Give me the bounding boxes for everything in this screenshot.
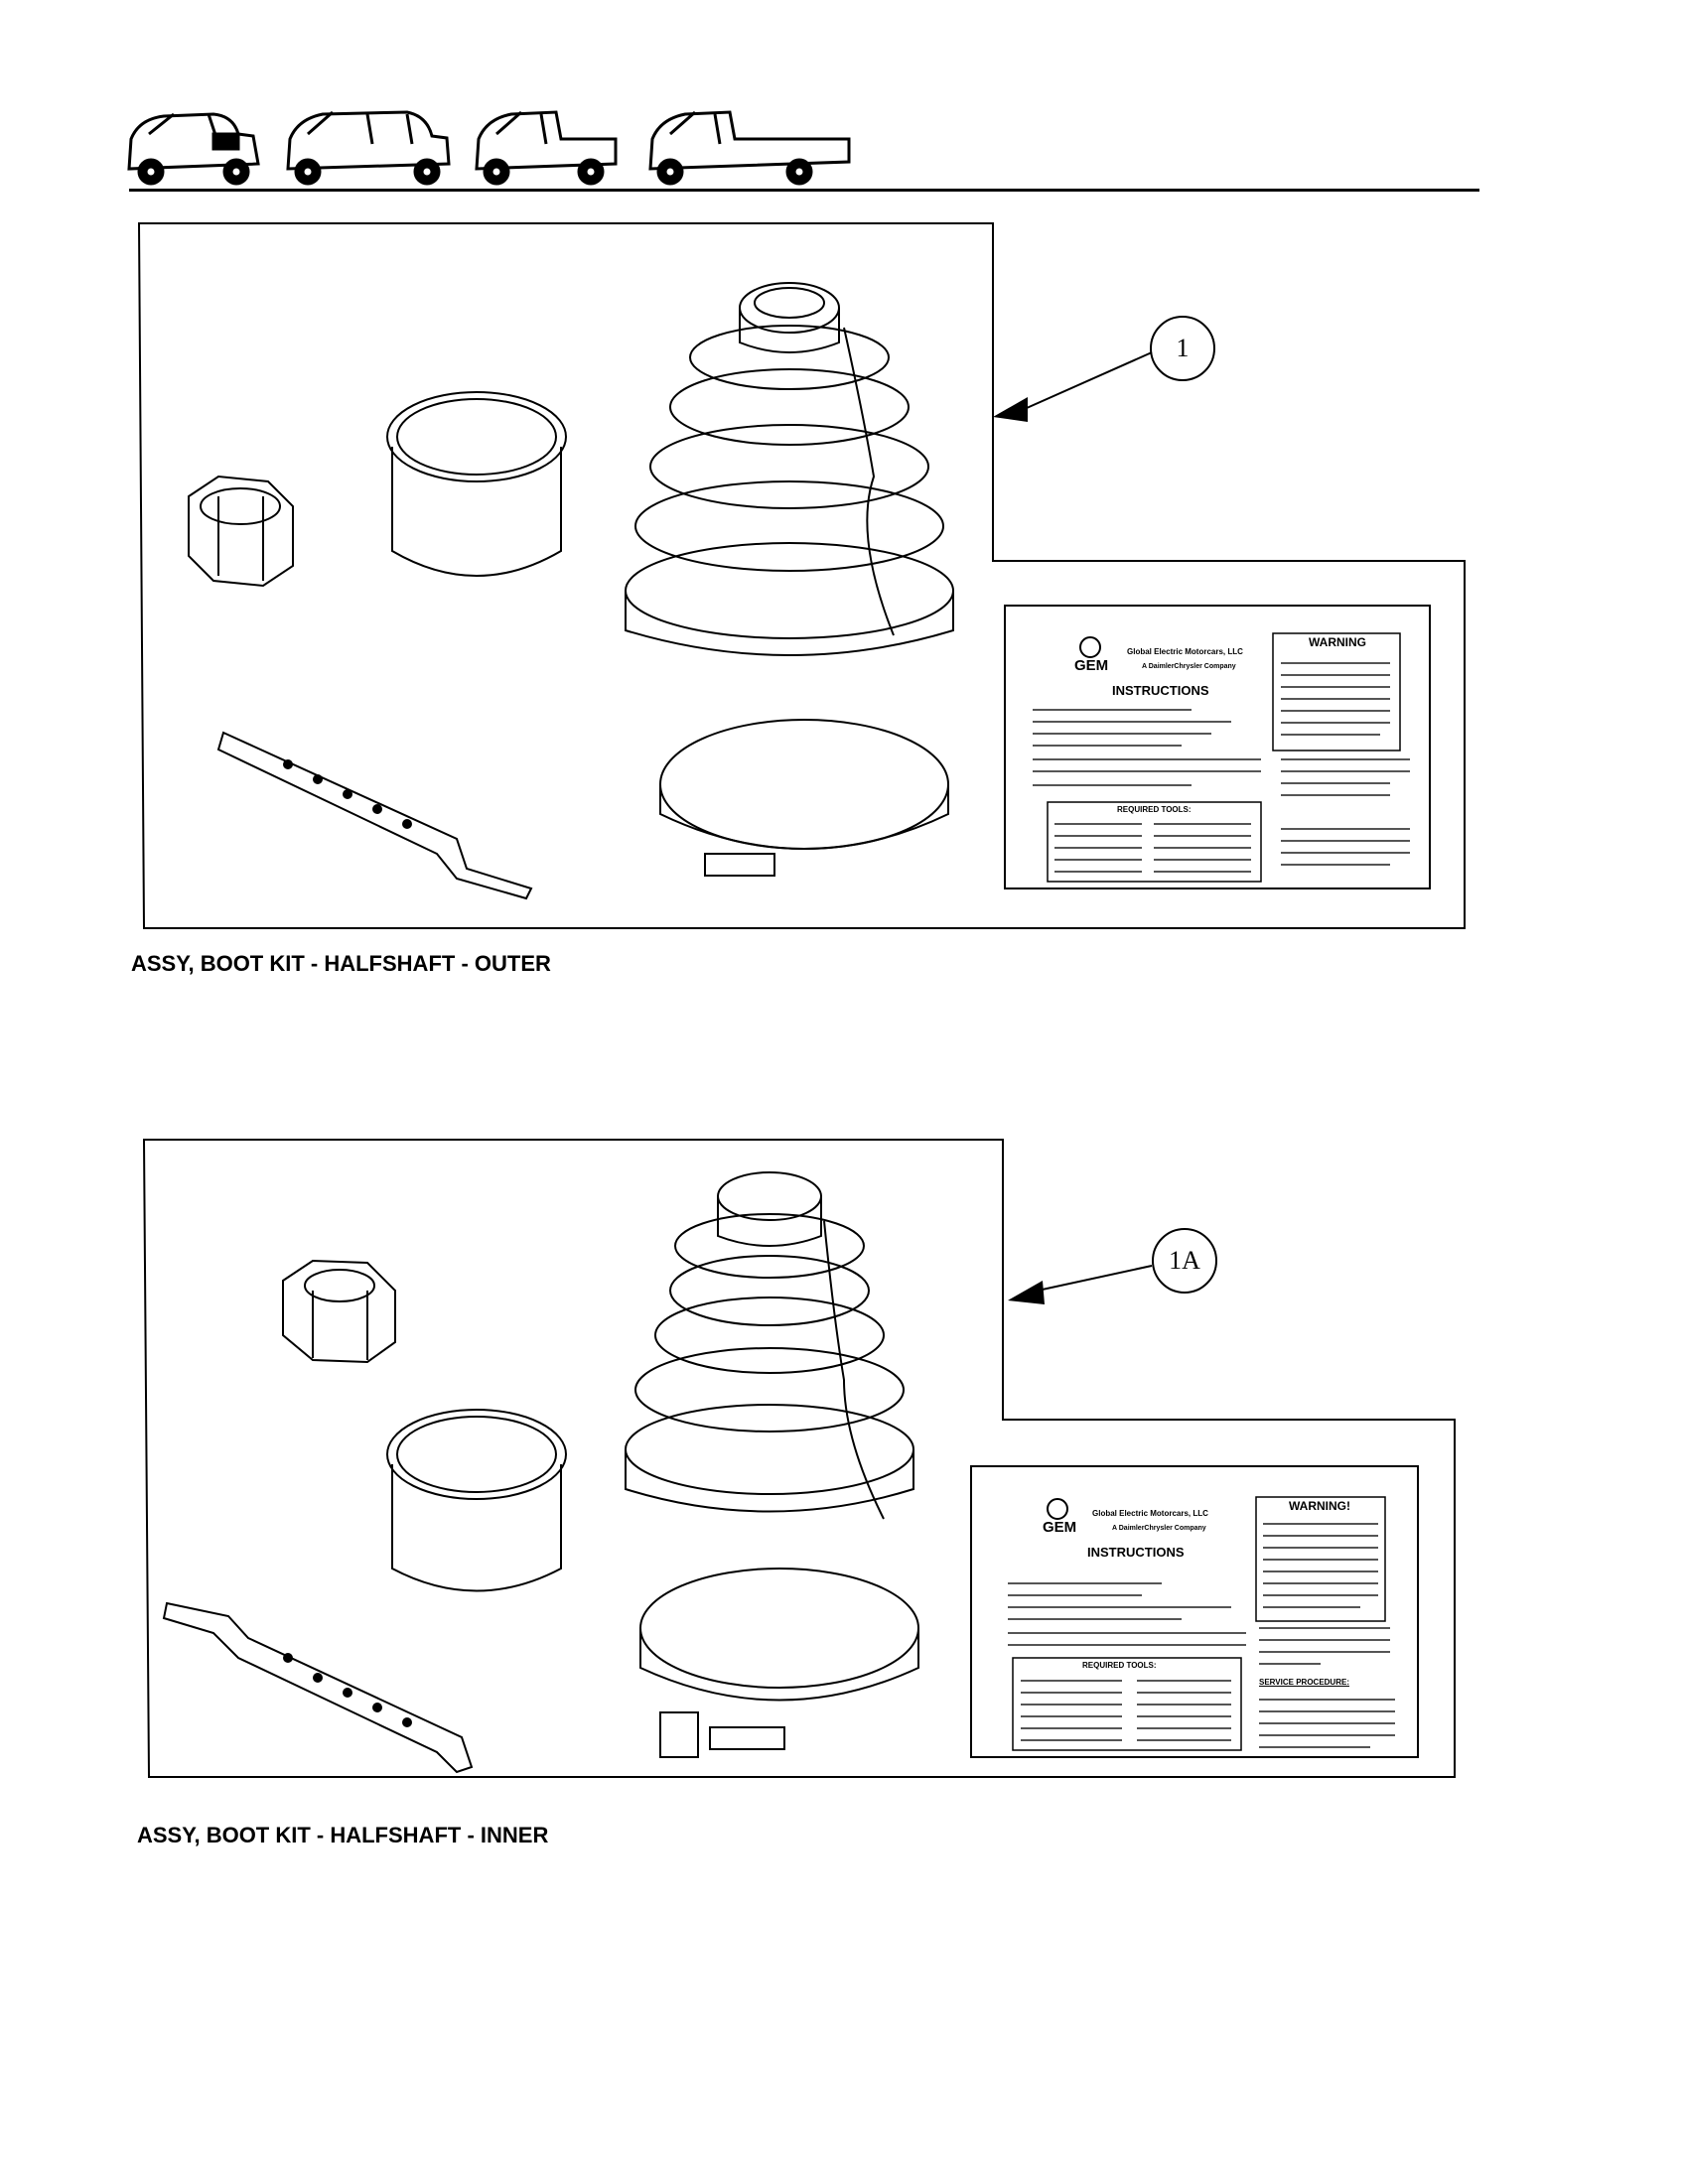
grease-cup-inner: [386, 1409, 567, 1592]
clamp-band-outer: [659, 719, 949, 877]
callout-leader-inner: [1037, 1265, 1153, 1292]
caption-inner: ASSY, BOOT KIT - HALFSHAFT - INNER: [137, 1823, 549, 1847]
figure-outer-frame: [137, 222, 1466, 929]
header-rule: [129, 189, 1479, 192]
card-service-procedure-inner: SERVICE PROCEDURE:: [1259, 1678, 1349, 1687]
card-company-outer: Global Electric Motorcars, LLC: [1127, 647, 1243, 656]
gem-four-seat-vehicle-icon: [286, 110, 451, 186]
gem-logo-icon-outer: [1079, 636, 1101, 658]
card-subsidiary-outer: A DaimlerChrysler Company: [1142, 663, 1236, 670]
leader-arrow-inner: [1008, 1281, 1045, 1304]
card-warning-inner: WARNING!: [1289, 1499, 1350, 1513]
card-title-inner: INSTRUCTIONS: [1087, 1545, 1185, 1560]
callout-bubble-inner: 1A: [1152, 1228, 1217, 1294]
card-title-outer: INSTRUCTIONS: [1112, 683, 1209, 698]
callout-label-inner: 1A: [1169, 1246, 1200, 1275]
card-warning-outer: WARNING: [1309, 635, 1366, 649]
gem-long-bed-utility-vehicle-icon: [648, 110, 851, 186]
leader-arrow-outer: [993, 397, 1028, 422]
cv-boot-inner: [625, 1171, 914, 1520]
grease-cup-outer: [386, 391, 567, 577]
card-subsidiary-inner: A DaimlerChrysler Company: [1112, 1525, 1206, 1532]
gem-short-bed-utility-vehicle-icon: [475, 110, 618, 186]
clamp-band-inner: [639, 1568, 919, 1758]
callout-leader-outer: [1017, 351, 1153, 413]
vehicle-icon-strip: [127, 110, 851, 186]
card-logo-inner: GEM: [1043, 1519, 1077, 1536]
cv-boot-outer: [625, 282, 954, 656]
gem-two-seat-vehicle-icon: [127, 112, 260, 186]
figure-inner-frame: [142, 1139, 1456, 1778]
callout-label-outer: 1: [1176, 334, 1190, 362]
caption-outer: ASSY, BOOT KIT - HALFSHAFT - OUTER: [131, 951, 551, 976]
gem-logo-icon-inner: [1047, 1498, 1068, 1520]
hex-nut-inner: [282, 1259, 396, 1364]
callout-bubble-outer: 1: [1150, 316, 1215, 381]
card-required-tools-inner: REQUIRED TOOLS:: [1082, 1661, 1157, 1670]
hex-nut-outer: [188, 475, 294, 588]
banding-strap-inner: [162, 1601, 474, 1774]
card-logo-outer: GEM: [1074, 657, 1109, 674]
card-company-inner: Global Electric Motorcars, LLC: [1092, 1509, 1208, 1518]
card-required-tools-outer: REQUIRED TOOLS:: [1117, 805, 1192, 814]
banding-strap-outer: [216, 731, 533, 900]
